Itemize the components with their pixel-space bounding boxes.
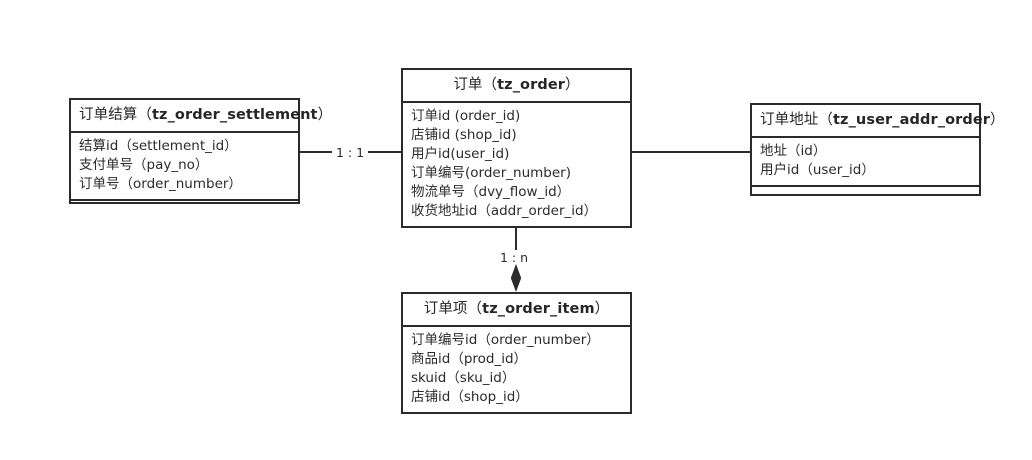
paren-close: ）: [594, 301, 610, 317]
entity-footer-user-addr-order: [752, 187, 979, 209]
entity-table-name: tz_order: [497, 77, 566, 93]
entity-attributes-order-item: 订单编号id（order_number） 商品id（prod_id） skuid…: [403, 327, 630, 414]
paren-open: （: [137, 107, 153, 123]
cardinality-label-settlement-order: 1 : 1: [332, 145, 369, 162]
cardinality-label-order-orderitem: 1 : n: [496, 250, 533, 267]
attribute-row: 物流单号（dvy_flow_id）: [411, 183, 571, 200]
paren-close: ）: [565, 77, 580, 93]
attribute-row: 订单编号id（order_number）: [411, 332, 600, 349]
filled-diamond-arrow-icon: [510, 264, 522, 292]
attribute-row: 支付单号（pay_no）: [79, 157, 209, 174]
paren-close: ）: [317, 107, 333, 123]
attribute-row: 订单号（order_number）: [79, 176, 242, 193]
paren-open: （: [818, 112, 834, 128]
attribute-row: 商品id（prod_id）: [411, 351, 528, 368]
entity-table-name: tz_order_item: [482, 301, 595, 317]
entity-name-cn: 订单地址: [760, 112, 819, 128]
entity-name-cn: 订单项: [423, 301, 468, 317]
entity-header-user-addr-order: 订单地址（tz_user_addr_order）: [752, 105, 1005, 139]
entity-footer-order-settlement: [71, 201, 298, 223]
attribute-row: 店铺id (shop_id): [411, 127, 517, 144]
attribute-row: 订单编号(order_number): [411, 165, 571, 182]
attribute-row: 收货地址id（addr_order_id）: [411, 202, 598, 219]
paren-open: （: [467, 301, 483, 317]
entity-box-order-settlement[interactable]: 订单结算（tz_order_settlement） 结算id（settlemen…: [69, 98, 332, 204]
attribute-row: skuid（sku_id）: [411, 370, 516, 387]
attribute-row: 店铺id（shop_id）: [411, 389, 529, 406]
attribute-row: 订单id (order_id): [411, 108, 521, 125]
entity-footer-order-item: [403, 414, 630, 436]
paren-open: （: [482, 77, 498, 93]
entity-attributes-user-addr-order: 地址（id） 用户id（user_id）: [752, 138, 979, 188]
connector-order-address: [631, 151, 751, 153]
entity-box-order-item[interactable]: 订单项（tz_order_item） 订单编号id（order_number） …: [401, 292, 632, 414]
attribute-row: 用户id(user_id): [411, 146, 510, 163]
entity-box-order[interactable]: 订单（tz_order） 订单id (order_id) 店铺id (shop_…: [401, 68, 632, 228]
entity-attributes-order: 订单id (order_id) 店铺id (shop_id) 用户id(user…: [403, 103, 630, 228]
entity-attributes-order-settlement: 结算id（settlement_id） 支付单号（pay_no） 订单号（ord…: [71, 133, 298, 202]
entity-table-name: tz_user_addr_order: [833, 112, 991, 128]
entity-header-order-item: 订单项（tz_order_item）: [403, 294, 630, 328]
connector-order-orderitem: [515, 228, 517, 268]
entity-box-user-addr-order[interactable]: 订单地址（tz_user_addr_order） 地址（id） 用户id（use…: [750, 103, 1005, 196]
attribute-row: 用户id（user_id）: [760, 162, 875, 179]
paren-close: ）: [990, 112, 1005, 128]
entity-name-cn: 订单: [453, 77, 483, 93]
entity-footer-order: [403, 228, 630, 250]
entity-header-order-settlement: 订单结算（tz_order_settlement）: [71, 100, 332, 134]
entity-table-name: tz_order_settlement: [152, 107, 318, 123]
entity-name-cn: 订单结算: [79, 107, 138, 123]
attribute-row: 结算id（settlement_id）: [79, 138, 238, 155]
entity-header-order: 订单（tz_order）: [403, 70, 630, 104]
attribute-row: 地址（id）: [760, 143, 827, 160]
